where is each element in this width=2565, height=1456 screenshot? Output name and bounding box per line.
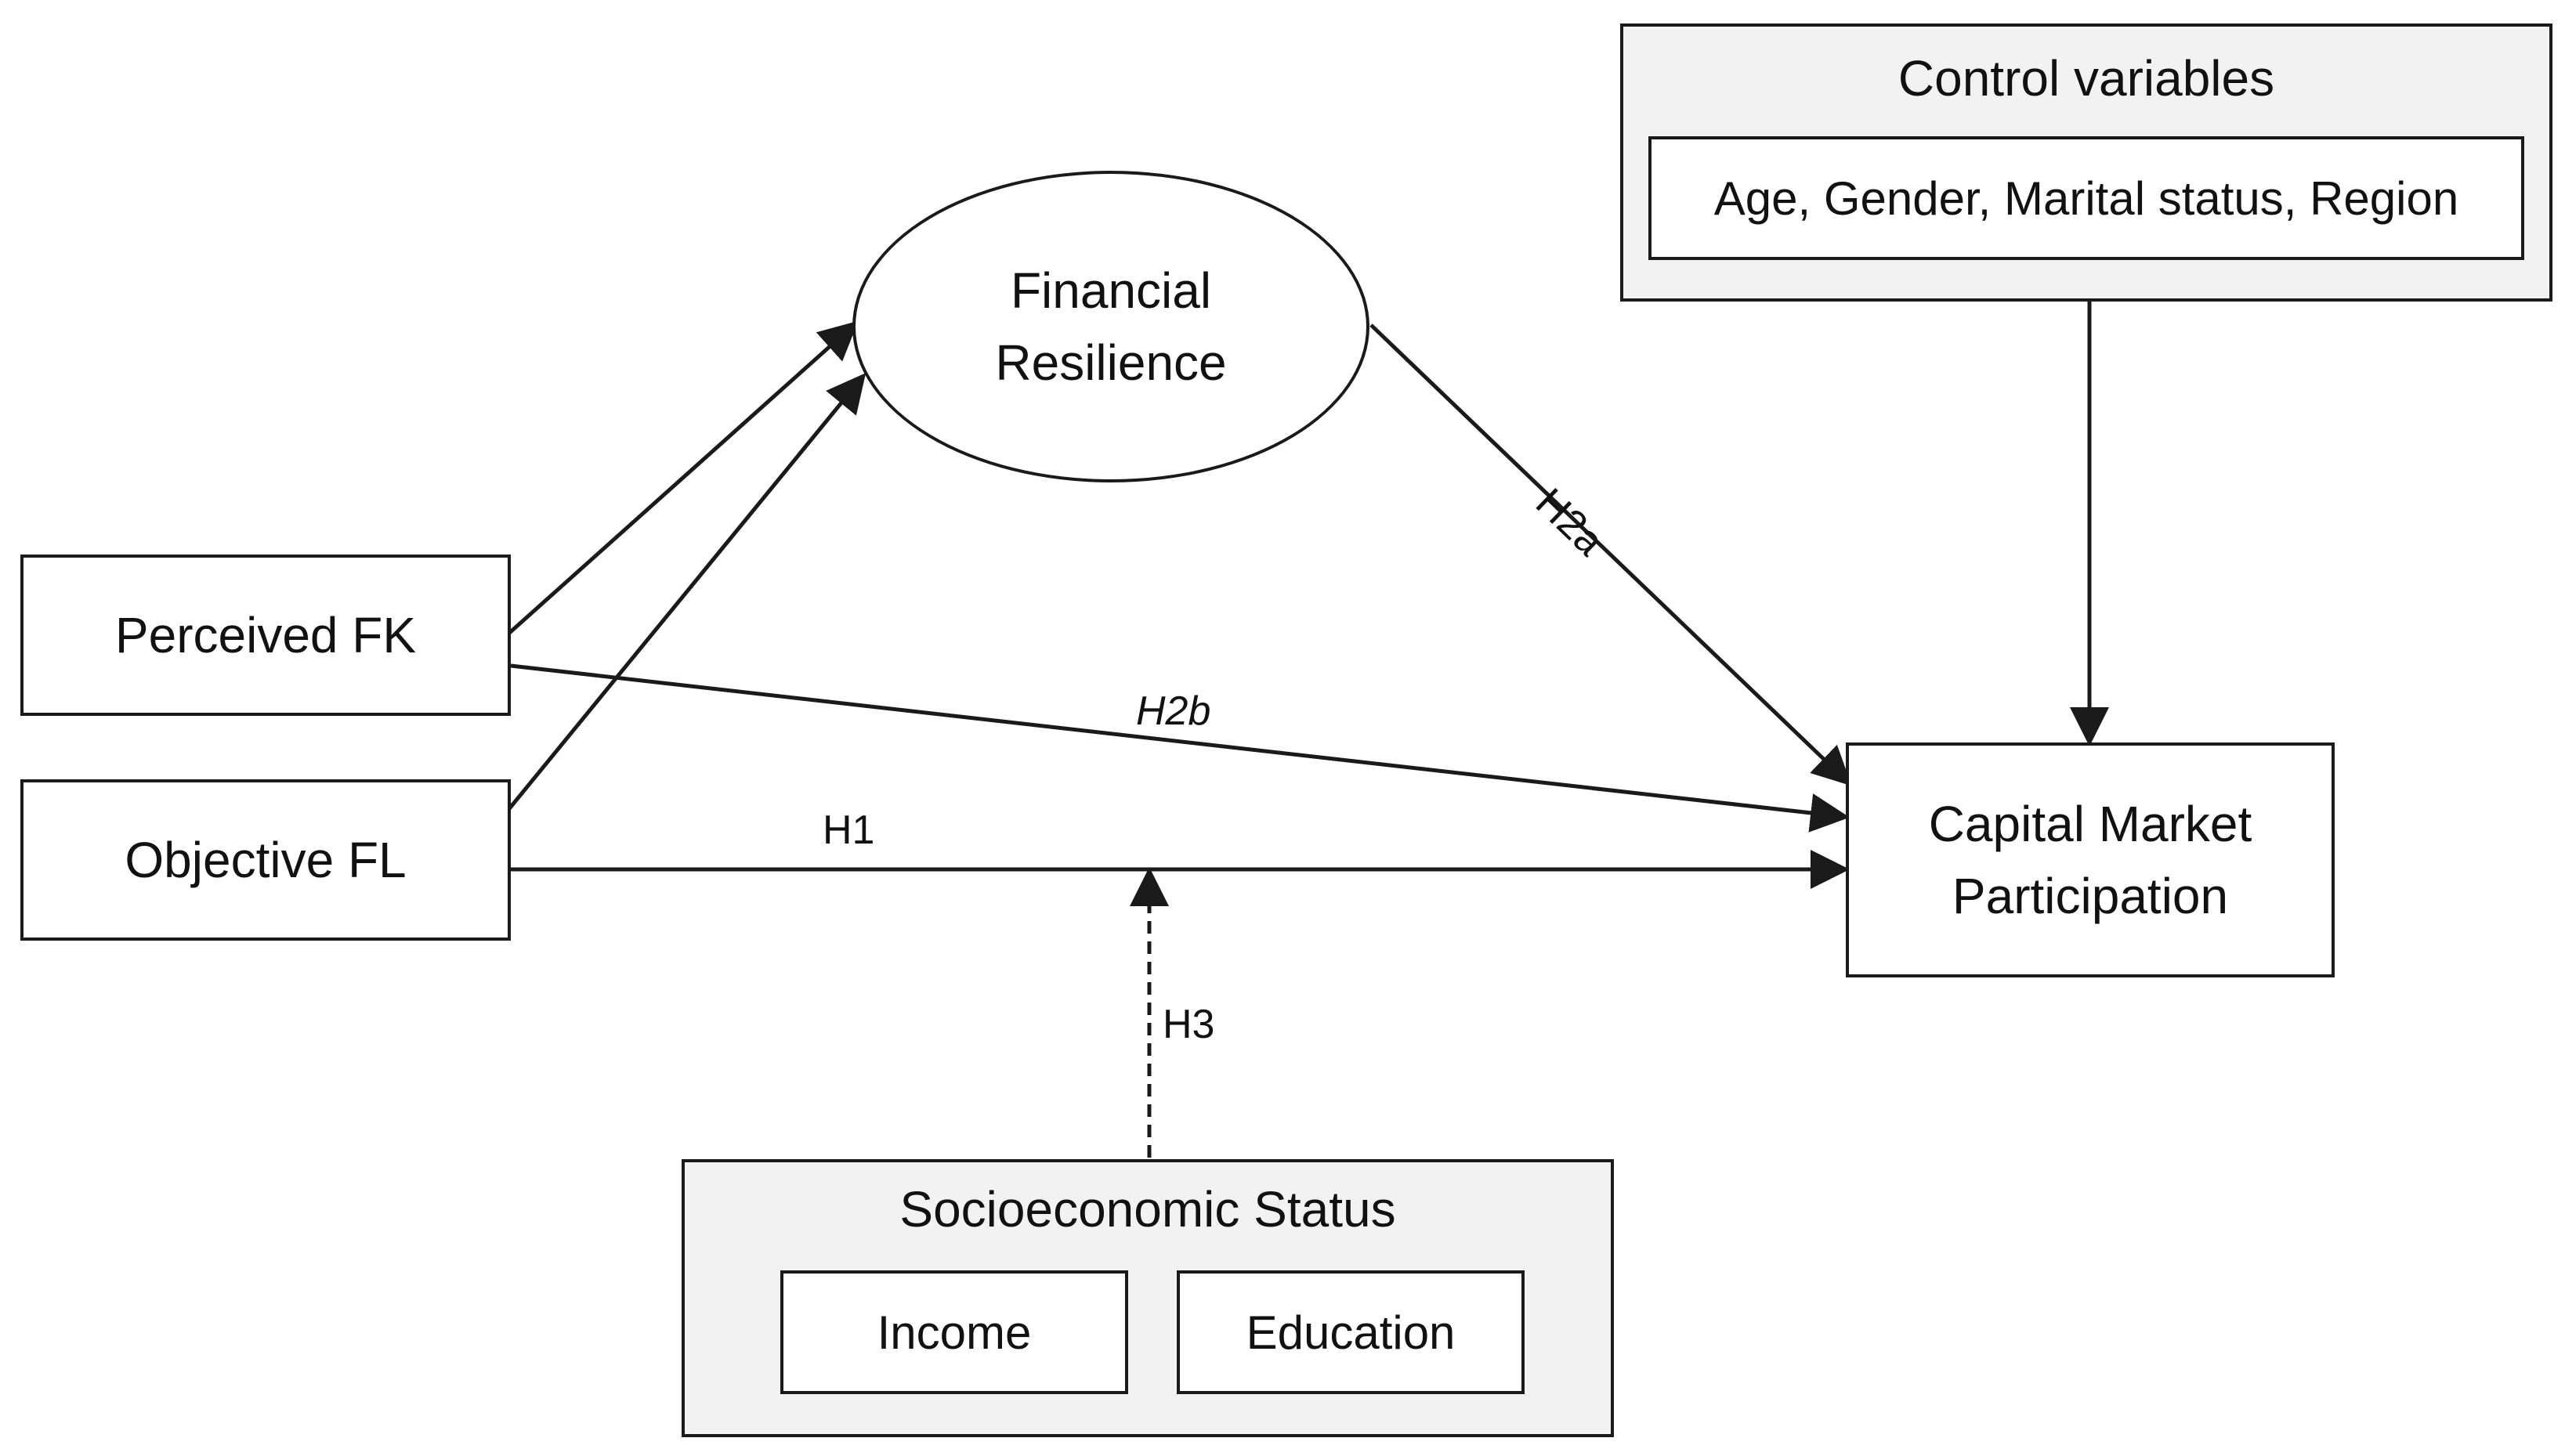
objective-fl-node: Objective FL <box>20 779 511 941</box>
income-box: Income <box>780 1270 1128 1394</box>
control-variables-list: Age, Gender, Marital status, Region <box>1648 136 2524 260</box>
arrow-objective-to-resilience <box>506 373 866 812</box>
control-variables-group: Control variables Age, Gender, Marital s… <box>1620 23 2552 302</box>
socioeconomic-status-group: Socioeconomic Status Income Education <box>682 1159 1614 1437</box>
capital-market-line-2: Participation <box>1952 868 2229 924</box>
perceived-fk-node: Perceived FK <box>20 555 511 716</box>
education-box: Education <box>1177 1270 1525 1394</box>
arrow-perceived-to-resilience <box>506 320 859 636</box>
socioeconomic-status-title: Socioeconomic Status <box>899 1181 1396 1237</box>
arrow-h2b <box>510 663 1850 833</box>
capital-market-participation-node: Capital Market Participation <box>1846 742 2335 977</box>
objective-fl-label: Objective FL <box>125 832 407 888</box>
h3-label: H3 <box>1163 1002 1215 1047</box>
financial-resilience-line-1: Financial <box>1010 262 1212 319</box>
perceived-fk-label: Perceived FK <box>114 607 417 663</box>
h2b-label: H2b <box>1136 688 1211 734</box>
control-variables-title: Control variables <box>1898 50 2275 107</box>
financial-resilience-node: Financial Resilience <box>852 171 1369 482</box>
arrow-h2a <box>1369 323 1852 786</box>
capital-market-line-1: Capital Market <box>1928 796 2252 852</box>
h1-label: H1 <box>823 807 875 853</box>
financial-resilience-line-2: Resilience <box>995 334 1227 391</box>
